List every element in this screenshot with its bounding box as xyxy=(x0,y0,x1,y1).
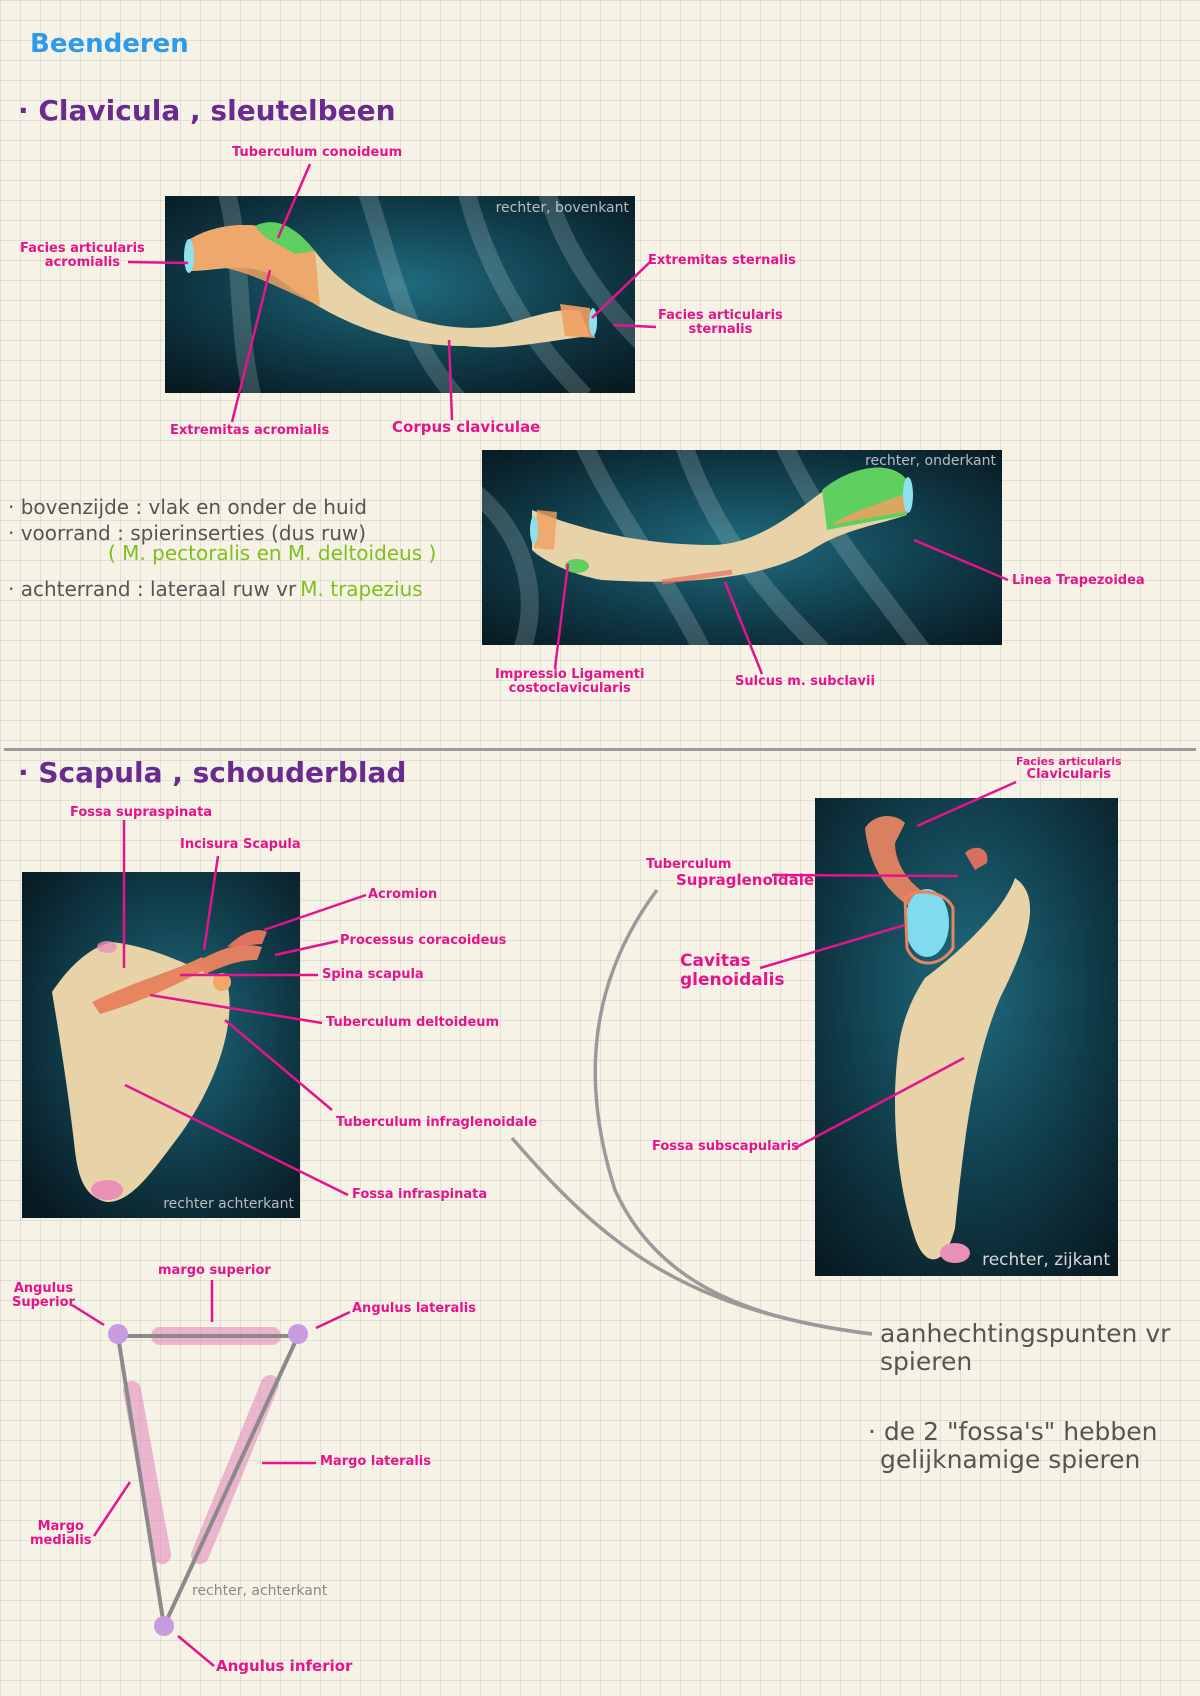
label-margo-lateralis: Margo lateralis xyxy=(320,1454,431,1469)
clavicula-top-image xyxy=(165,196,635,393)
label-tuberculum-infraglenoidale: Tuberculum infraglenoidale xyxy=(336,1115,538,1130)
label-angulus-inferior: Angulus inferior xyxy=(216,1657,353,1675)
note-voorrand-muscles: ( M. pectoralis en M. deltoideus ) xyxy=(108,541,437,565)
label-corpus-claviculae: Corpus claviculae xyxy=(392,418,541,436)
label-processus-coracoideus: Processus coracoideus xyxy=(340,933,507,948)
label-margo-superior: margo superior xyxy=(158,1263,271,1278)
scapula-heading: · Scapula , schouderblad xyxy=(18,756,407,789)
label-tuberculum-conoideum: Tuberculum conoideum xyxy=(232,145,403,160)
scapula-photo-side: rechter, zijkant xyxy=(815,798,1118,1276)
note-bovenzijde: · bovenzijde : vlak en onder de huid xyxy=(8,495,367,519)
page-title: Beenderen xyxy=(30,29,189,59)
label-sulcus-subclavii: Sulcus m. subclavii xyxy=(735,674,875,689)
label-acromion: Acromion xyxy=(368,887,438,902)
label-angulus-lateralis: Angulus lateralis xyxy=(352,1301,476,1316)
clavicula-photo1-caption: rechter, bovenkant xyxy=(495,200,629,216)
clavicula-photo2-caption: rechter, onderkant xyxy=(865,453,996,469)
label-fossa-infraspinata: Fossa infraspinata xyxy=(352,1187,488,1202)
section-divider xyxy=(4,748,1196,751)
scapula-photo2-caption: rechter, zijkant xyxy=(982,1250,1110,1270)
label-spina-scapula: Spina scapula xyxy=(322,967,424,982)
clavicula-photo-top: rechter, bovenkant xyxy=(165,196,635,393)
clavicula-heading: · Clavicula , sleutelbeen xyxy=(18,94,396,127)
scapula-back-image xyxy=(22,872,300,1218)
scapula-photo-back: rechter achterkant xyxy=(22,872,300,1218)
label-extremitas-sternalis: Extremitas sternalis xyxy=(648,253,796,268)
note-voorrand: · voorrand : spierinserties (dus ruw) xyxy=(8,521,367,545)
clavicula-photo-bottom: rechter, onderkant xyxy=(482,450,1002,645)
scapula-triangle-diagram xyxy=(71,1280,351,1667)
note-achterrand-muscle: M. trapezius xyxy=(300,577,423,601)
label-linea-trapezoidea: Linea Trapezoidea xyxy=(1012,573,1145,588)
label-tuberculum-deltoideum: Tuberculum deltoideum xyxy=(326,1015,500,1030)
diagram-caption: rechter, achterkant xyxy=(192,1583,328,1599)
label-fossa-subscapularis: Fossa subscapularis xyxy=(652,1139,799,1154)
label-extremitas-acromialis: Extremitas acromialis xyxy=(170,423,330,438)
clavicula-bottom-image xyxy=(482,450,1002,645)
scapula-side-image xyxy=(815,798,1118,1276)
scapula-photo1-caption: rechter achterkant xyxy=(163,1196,294,1212)
label-fossa-supraspinata: Fossa supraspinata xyxy=(70,805,213,820)
label-incisura-scapula: Incisura Scapula xyxy=(180,837,301,852)
